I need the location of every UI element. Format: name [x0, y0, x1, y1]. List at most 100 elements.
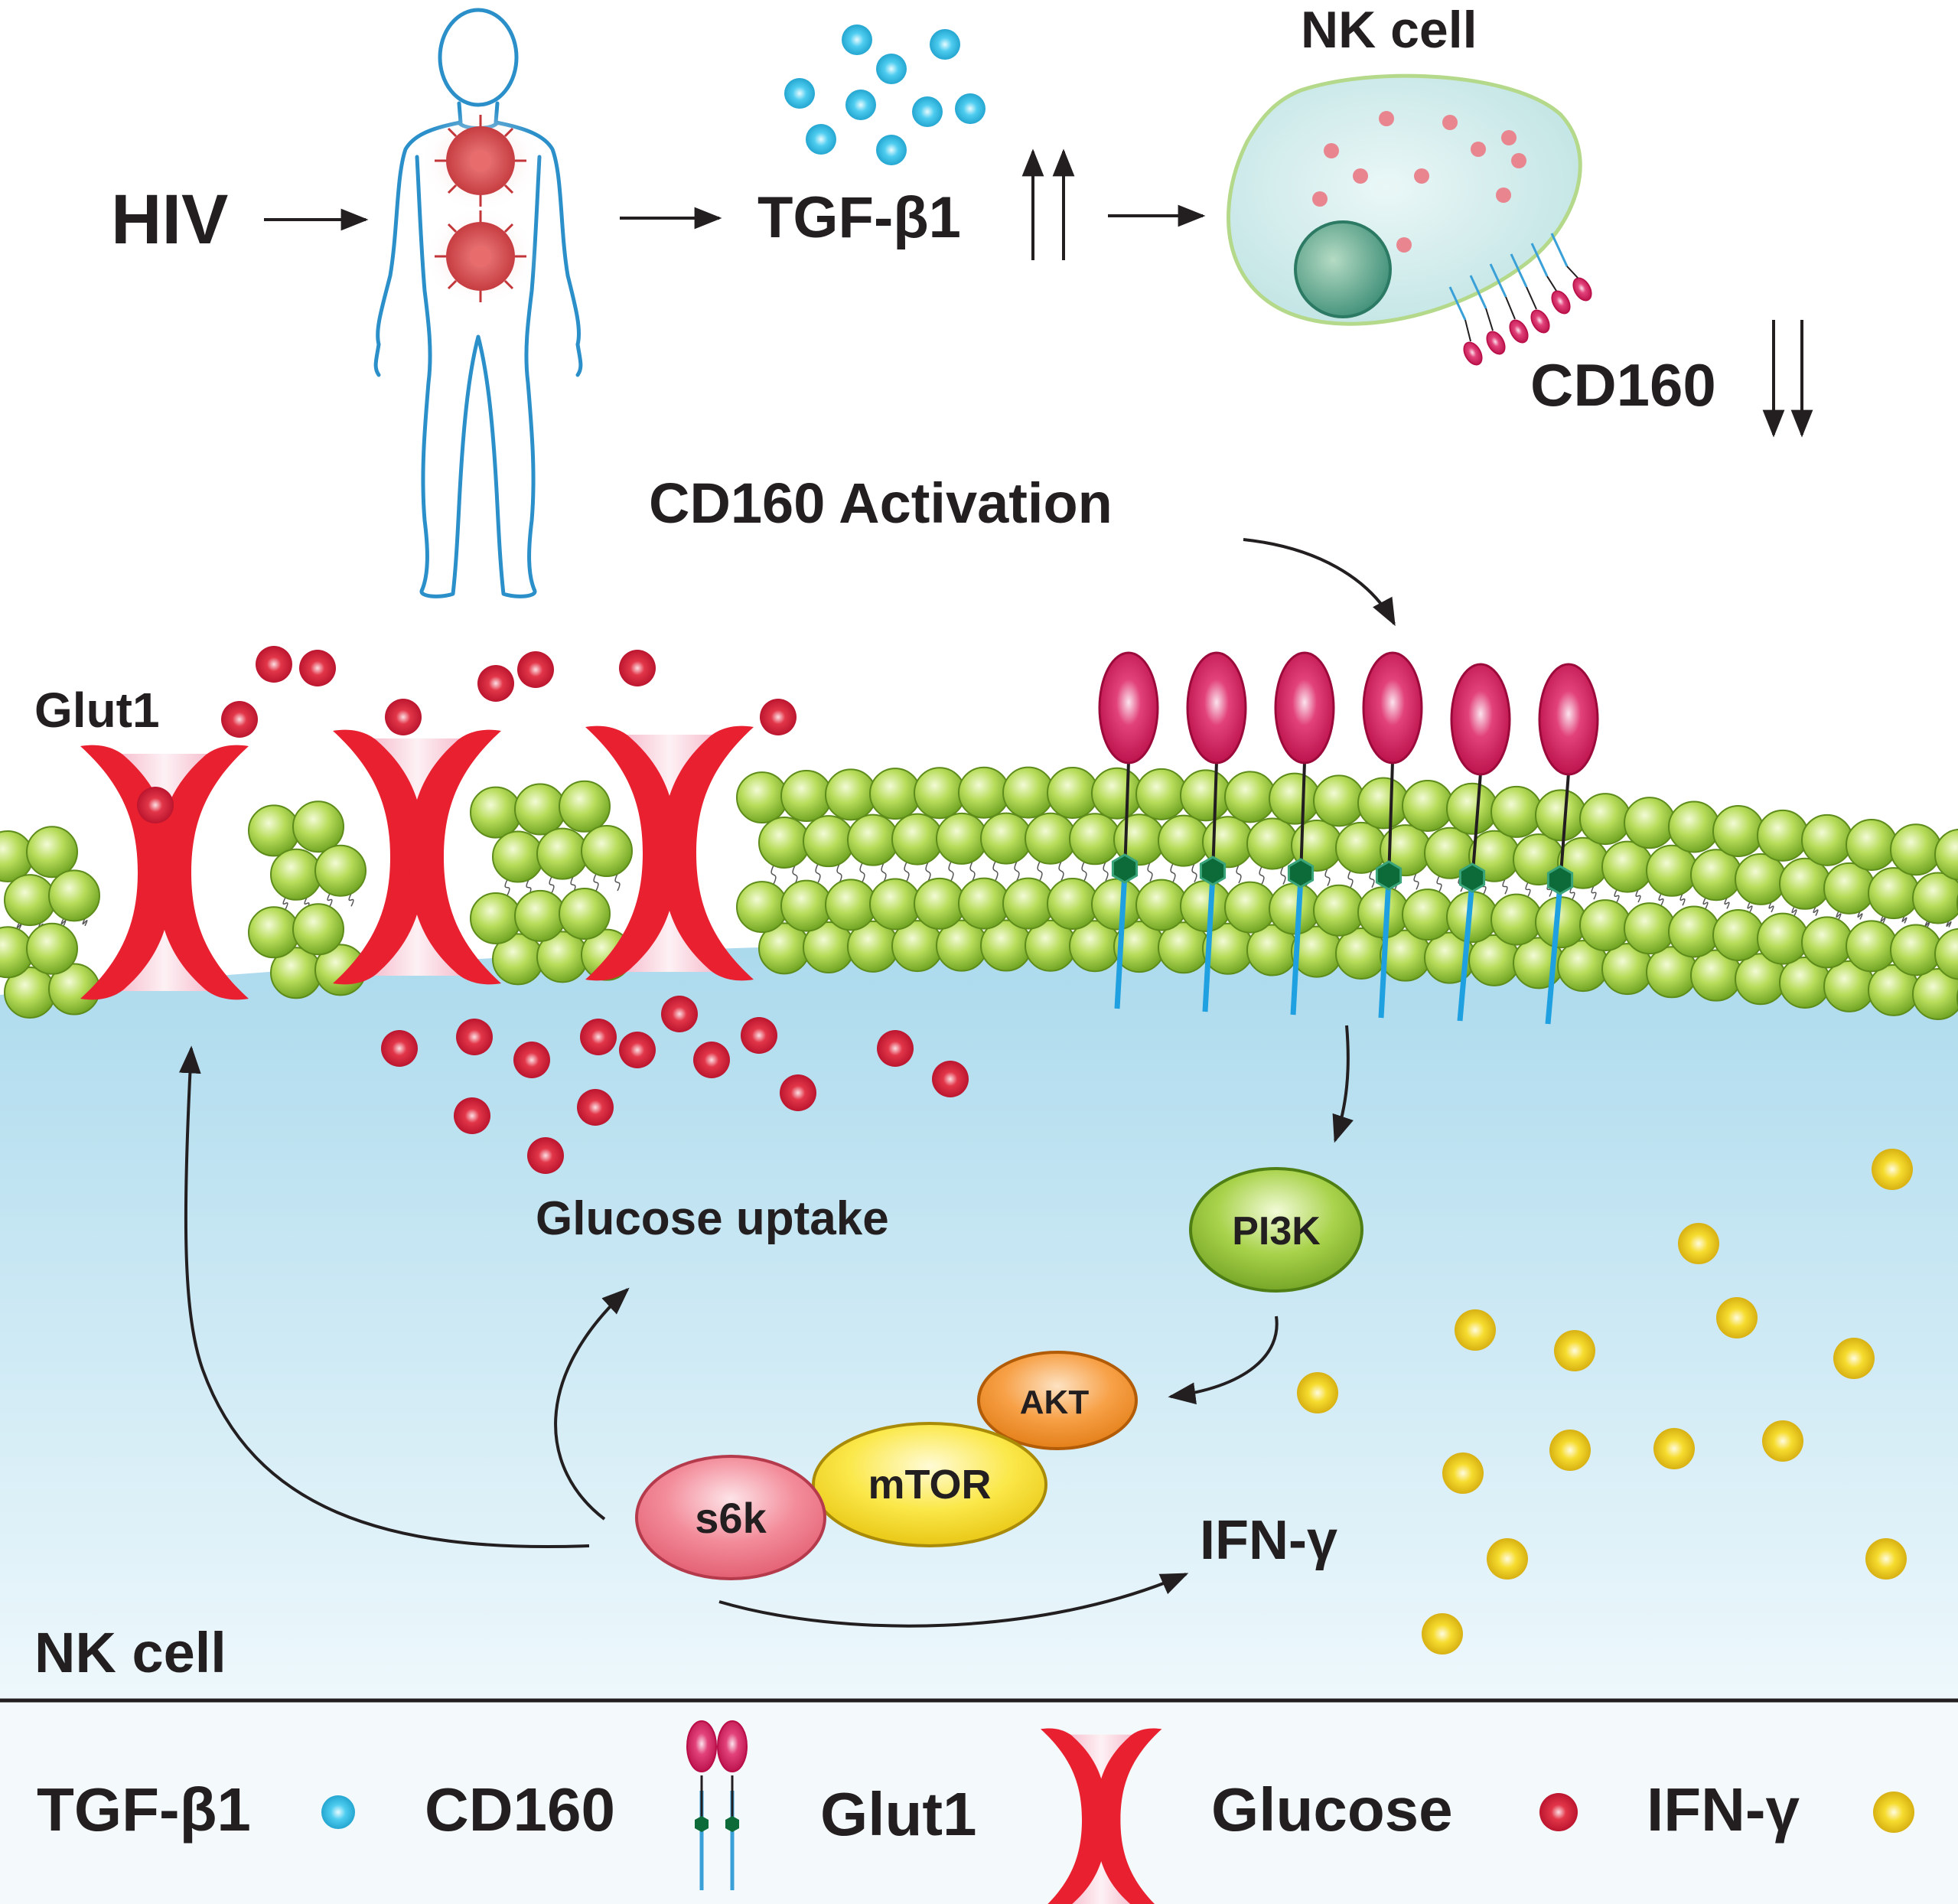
glut1-transporter — [585, 725, 754, 981]
lipid-head — [1490, 785, 1543, 838]
glucose-particle — [619, 650, 656, 686]
pi3k-label: PI3K — [1232, 1209, 1321, 1254]
arrow-receptor-to-pi3k — [1332, 1025, 1354, 1143]
arrow-pi3k-to-akt — [1168, 1316, 1279, 1405]
ifn-particle — [1422, 1613, 1463, 1655]
lipid-bilayer — [0, 766, 1958, 1021]
nk-cell-bottom-label: NK cell — [34, 1621, 226, 1684]
glucose-particle — [580, 1019, 617, 1055]
lipid-head — [825, 768, 877, 821]
lipid-head — [1890, 823, 1942, 876]
lipid-head — [1091, 767, 1143, 820]
legend-ifn-swatch — [1873, 1792, 1914, 1833]
legend-ifn-label: IFN-γ — [1647, 1775, 1800, 1844]
tgf-particle — [955, 93, 986, 124]
glucose-particle — [137, 787, 174, 823]
mtor-label: mTOR — [868, 1462, 991, 1508]
lipid-head — [1912, 872, 1958, 924]
cd160-receptor — [1538, 663, 1599, 1025]
lipid-head — [514, 889, 566, 942]
lipid-head — [1690, 849, 1742, 901]
lipid-head — [559, 780, 611, 833]
lipid-head — [26, 922, 78, 975]
tgf-label: TGF-β1 — [757, 185, 961, 250]
glucose-particle — [456, 1019, 493, 1055]
glucose-particle — [780, 1074, 816, 1111]
arrow-activation-to-receptors — [1243, 538, 1396, 627]
glucose-particle — [693, 1042, 730, 1078]
lipid-head — [1246, 817, 1298, 870]
glucose-particle — [619, 1032, 656, 1068]
glucose-particle — [299, 650, 336, 686]
lipid-head — [869, 878, 921, 931]
lipid-head — [1446, 782, 1498, 835]
mtor-node: mTOR — [812, 1422, 1047, 1547]
glucose-particle — [661, 996, 698, 1032]
s6k-label: s6k — [695, 1494, 767, 1542]
tgf-particle — [845, 90, 876, 120]
lipid-head — [1868, 867, 1920, 920]
ifn-particle — [1762, 1420, 1803, 1462]
legend-cd160-swatch — [686, 1720, 748, 1890]
glucose-particle — [385, 699, 422, 735]
lipid-head — [559, 887, 611, 940]
cd160-receptor — [1186, 651, 1247, 1012]
cd160-decrease-arrows-icon — [1762, 320, 1813, 438]
lipid-head — [48, 869, 100, 922]
ifn-particle — [1455, 1309, 1496, 1351]
ifn-particle — [1549, 1430, 1591, 1471]
lipid-head — [1912, 968, 1958, 1021]
glucose-particle — [577, 1089, 614, 1126]
tgf-particle — [784, 78, 815, 109]
lipid-head — [1490, 893, 1543, 946]
lipid-head — [1269, 882, 1321, 935]
lipid-head — [1269, 772, 1321, 825]
s6k-node: s6k — [635, 1455, 826, 1580]
glucose-uptake-label: Glucose uptake — [536, 1192, 889, 1245]
lipid-head — [1180, 879, 1232, 932]
glucose-particle — [932, 1061, 969, 1097]
lipid-head — [292, 903, 344, 956]
cd160-receptor — [1274, 651, 1335, 1016]
tgf-particle — [842, 24, 872, 55]
lipid-head — [248, 906, 300, 959]
lipid-head — [1735, 853, 1787, 905]
cd160-receptors-small — [1448, 233, 1592, 366]
lipid-head — [758, 817, 810, 869]
lipid-head — [536, 827, 588, 880]
cd160-receptor — [1362, 651, 1423, 1019]
lipid-head — [1668, 905, 1720, 958]
cd160-activation-label: CD160 Activation — [649, 471, 1113, 535]
lipid-head — [803, 815, 855, 868]
lipid-head — [1579, 793, 1631, 846]
lipid-head — [1823, 862, 1875, 915]
lipid-head — [847, 813, 899, 866]
cd160-label: CD160 — [1530, 351, 1716, 419]
tgf-increase-arrows-icon — [1021, 148, 1075, 260]
lipid-head — [1668, 800, 1720, 853]
lipid-head — [514, 783, 566, 836]
lipid-head — [780, 879, 832, 932]
lipid-head — [1357, 777, 1409, 830]
ifn-particle — [1487, 1538, 1528, 1580]
lipid-head — [1846, 818, 1898, 871]
lipid-head — [248, 804, 300, 857]
glucose-particle — [760, 699, 797, 735]
lipid-head — [914, 767, 966, 820]
glucose-intracellular — [381, 996, 969, 1174]
lipid-head — [958, 877, 1010, 930]
pi3k-node: PI3K — [1189, 1167, 1363, 1293]
lipid-head — [958, 766, 1010, 819]
cd160-receptor — [1098, 651, 1159, 1009]
lipid-head — [736, 881, 788, 934]
ifn-particle — [1297, 1372, 1338, 1413]
lipid-head — [1069, 813, 1121, 866]
lipid-head — [869, 768, 921, 820]
lipid-head — [1934, 928, 1958, 980]
tgf-particle — [876, 135, 907, 165]
legend-tgf-swatch — [321, 1795, 355, 1829]
lipid-head — [581, 825, 633, 878]
arrow-s6k-to-glucose-uptake — [554, 1287, 630, 1521]
lipid-head — [1135, 768, 1188, 820]
virus-particle-upper-icon — [435, 115, 526, 207]
